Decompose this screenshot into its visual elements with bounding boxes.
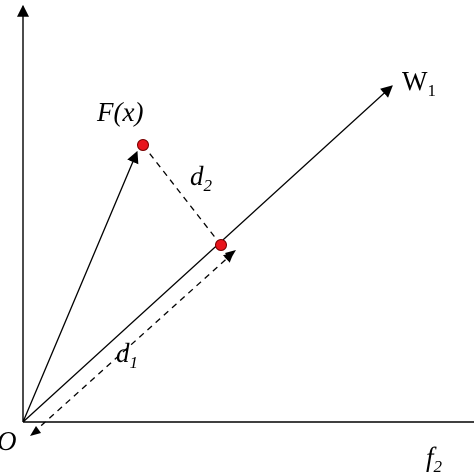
- label-origin: O: [0, 426, 17, 456]
- label-d2: d2: [190, 161, 213, 195]
- d1-arrowhead-start: [30, 426, 41, 436]
- label-horizontal-axis: f2: [426, 442, 443, 474]
- point-fx: [137, 139, 149, 151]
- fx-vector: [22, 150, 139, 423]
- d1-dashed-double-arrow: [32, 252, 234, 434]
- label-w1: W1: [402, 66, 436, 100]
- point-projection: [215, 239, 227, 251]
- label-d1: d1: [116, 338, 138, 372]
- d2-dashed-perpendicular: [142, 144, 222, 246]
- d1-arrowhead-end: [225, 250, 236, 260]
- point-label-fx: F(x): [96, 97, 143, 127]
- w1-direction-vector: [22, 85, 393, 423]
